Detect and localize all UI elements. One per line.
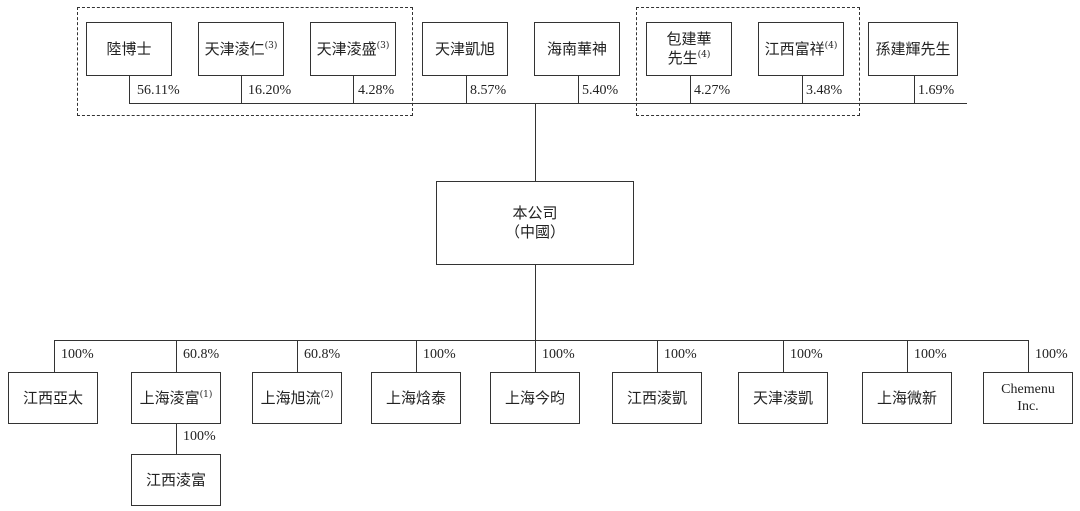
shareholder-box-bao-jianhua: 包建華 先生(4) [646, 22, 732, 76]
connector-line [54, 340, 55, 372]
shareholder-name-line1: 包建華 [666, 30, 712, 48]
subsidiary-box-shanghai-weixin: 上海微新 [862, 372, 952, 424]
subsidiary-percentage: 100% [423, 347, 456, 362]
company-name: 本公司 [512, 204, 558, 222]
sub-subsidiary-box-jiangxi-lingfu: 江西淩富 [131, 454, 221, 506]
connector-line [657, 340, 658, 372]
connector-line [466, 76, 467, 104]
footnote-marker: (3) [376, 40, 390, 51]
connector-line [54, 340, 1029, 341]
subsidiary-name: 上海今昀 [504, 388, 565, 407]
connector-line [416, 340, 417, 372]
footnote-marker: (3) [264, 40, 278, 51]
shareholder-name: 天津凱旭 [434, 39, 495, 58]
sub-subsidiary-percentage: 100% [183, 429, 216, 444]
subsidiary-percentage: 100% [542, 347, 575, 362]
connector-line [907, 340, 908, 372]
shareholder-box-tianjin-kaixu: 天津凱旭 [422, 22, 508, 76]
subsidiary-name: 上海微新 [876, 388, 937, 407]
shareholder-name: 江西富祥 [764, 39, 825, 58]
shareholding-percentage: 1.69% [918, 83, 955, 98]
connector-line [914, 76, 915, 104]
company-box: 本公司 （中國） [436, 181, 634, 265]
subsidiary-box-shanghai-lingfu: 上海淩富(1) [131, 372, 221, 424]
shareholder-name: 天津淩仁 [204, 39, 265, 58]
connector-line [690, 76, 691, 104]
connector-line [353, 76, 354, 104]
shareholder-name: 孫建輝先生 [875, 39, 951, 58]
shareholder-box-hainan-huashen: 海南華神 [534, 22, 620, 76]
subsidiary-name-line1: Chemenu [1001, 382, 1055, 397]
shareholding-percentage: 8.57% [470, 83, 507, 98]
footnote-marker: (4) [697, 50, 711, 60]
subsidiary-percentage: 60.8% [304, 347, 341, 362]
connector-line [802, 76, 803, 104]
connector-line [535, 340, 536, 372]
shareholder-name-line2: 先生 [667, 49, 698, 67]
shareholder-group-dashed-left [77, 7, 413, 116]
shareholder-box-dr-lu: 陸博士 [86, 22, 172, 76]
shareholding-percentage: 16.20% [248, 83, 292, 98]
subsidiary-percentage: 100% [790, 347, 823, 362]
subsidiary-percentage: 100% [914, 347, 947, 362]
shareholder-name: 陸博士 [106, 39, 152, 58]
subsidiary-box-shanghai-xuliu: 上海旭流(2) [252, 372, 342, 424]
shareholding-percentage: 56.11% [137, 83, 180, 98]
connector-line [535, 265, 536, 340]
footnote-marker: (1) [199, 389, 213, 400]
subsidiary-box-jiangxi-lingkai: 江西淩凱 [612, 372, 702, 424]
shareholder-name: 海南華神 [546, 39, 607, 58]
sub-subsidiary-name: 江西淩富 [145, 470, 206, 489]
subsidiary-name-line2: Inc. [1017, 399, 1039, 414]
connector-line [241, 76, 242, 104]
subsidiary-box-jiangxi-yatai: 江西亞太 [8, 372, 98, 424]
connector-line [1028, 340, 1029, 372]
subsidiary-box-tianjin-lingkai: 天津淩凱 [738, 372, 828, 424]
subsidiary-box-shanghai-hantai: 上海焓泰 [371, 372, 461, 424]
subsidiary-box-shanghai-jinyun: 上海今昀 [490, 372, 580, 424]
shareholder-box-tianjin-lingren: 天津淩仁(3) [198, 22, 284, 76]
subsidiary-percentage: 100% [61, 347, 94, 362]
connector-line [783, 340, 784, 372]
subsidiary-name: 上海焓泰 [385, 388, 446, 407]
footnote-marker: (2) [320, 389, 334, 400]
subsidiary-percentage: 60.8% [183, 347, 220, 362]
shareholding-percentage: 3.48% [806, 83, 843, 98]
connector-line [176, 424, 177, 454]
subsidiary-name: 上海淩富 [139, 388, 200, 407]
connector-line [129, 103, 967, 104]
subsidiary-name: 江西淩凱 [626, 388, 687, 407]
connector-line [535, 103, 536, 181]
shareholder-box-sun-jianhui: 孫建輝先生 [868, 22, 958, 76]
shareholding-percentage: 5.40% [582, 83, 619, 98]
shareholder-box-jiangxi-fuxiang: 江西富祥(4) [758, 22, 844, 76]
subsidiary-name: 上海旭流 [260, 388, 321, 407]
shareholding-percentage: 4.27% [694, 83, 731, 98]
connector-line [578, 76, 579, 104]
connector-line [297, 340, 298, 372]
shareholding-percentage: 4.28% [358, 83, 395, 98]
subsidiary-percentage: 100% [664, 347, 697, 362]
shareholder-group-dashed-right [636, 7, 860, 116]
subsidiary-name: 天津淩凱 [752, 388, 813, 407]
connector-line [129, 76, 130, 104]
connector-line [176, 340, 177, 372]
subsidiary-box-chemenu: Chemenu Inc. [983, 372, 1073, 424]
company-jurisdiction: （中國） [504, 223, 565, 241]
subsidiary-name: 江西亞太 [22, 388, 83, 407]
footnote-marker: (4) [824, 40, 838, 51]
subsidiary-percentage: 100% [1035, 347, 1068, 362]
shareholder-box-tianjin-lingsheng: 天津淩盛(3) [310, 22, 396, 76]
shareholder-name: 天津淩盛 [316, 39, 377, 58]
